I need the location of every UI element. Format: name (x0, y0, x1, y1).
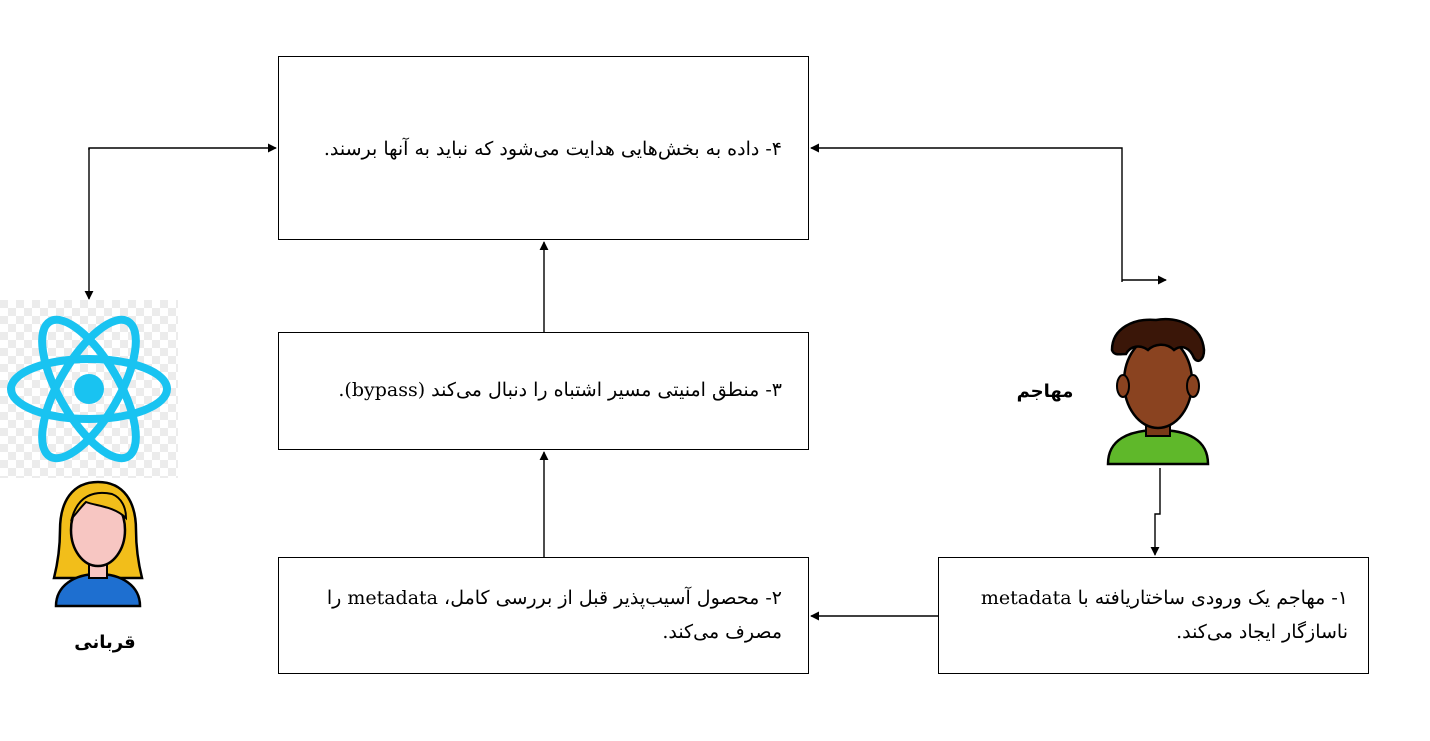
victim-avatar-icon (52, 480, 144, 608)
arrow-left-to-step4 (88, 143, 277, 153)
arrow-step4-to-right (810, 143, 1123, 282)
step-4-text: ۴- داده به بخش‌هایی هدایت می‌شود که نبای… (323, 138, 782, 160)
step-3-text: ۳- منطق امنیتی مسیر اشتباه را دنبال می‌ک… (338, 379, 782, 402)
step-4-box: ۴- داده به بخش‌هایی هدایت می‌شود که نبای… (278, 56, 809, 240)
victim-label: قربانی (74, 632, 136, 653)
step-3-box: ۳- منطق امنیتی مسیر اشتباه را دنبال می‌ک… (278, 332, 809, 450)
step-1-box: ۱- مهاجم یک ورودی ساختاریافته با metadat… (938, 557, 1369, 674)
attacker-avatar-icon (1106, 317, 1210, 466)
step-1-text: ۱- مهاجم یک ورودی ساختاریافته با metadat… (980, 587, 1348, 643)
attacker-label: مهاجم (1016, 381, 1074, 402)
arrow-attacker-to-step1 (1150, 468, 1161, 556)
step-2-text: ۲- محصول آسیب‌پذیر قبل از بررسی کامل، me… (326, 587, 782, 643)
react-logo-icon (0, 300, 178, 478)
step-2-box: ۲- محصول آسیب‌پذیر قبل از بررسی کامل، me… (278, 557, 809, 674)
